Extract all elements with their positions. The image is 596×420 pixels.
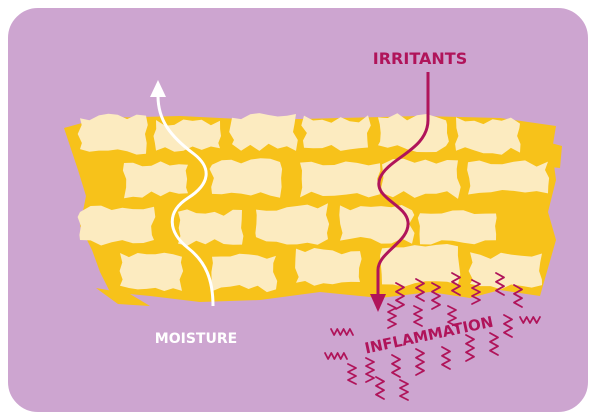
corneocyte-cell — [178, 209, 243, 246]
corneocyte-cell — [210, 158, 283, 198]
corneocyte-cell — [300, 162, 380, 198]
moisture-label: MOISTURE — [155, 331, 237, 347]
corneocyte-cell — [418, 210, 497, 244]
corneocyte-cell — [295, 248, 362, 286]
corneocyte-cell — [120, 253, 184, 291]
corneocyte-cell — [123, 161, 188, 198]
corneocyte-cell — [78, 206, 156, 246]
corneocyte-cell — [211, 254, 277, 292]
irritants-label: IRRITANTS — [373, 49, 467, 68]
